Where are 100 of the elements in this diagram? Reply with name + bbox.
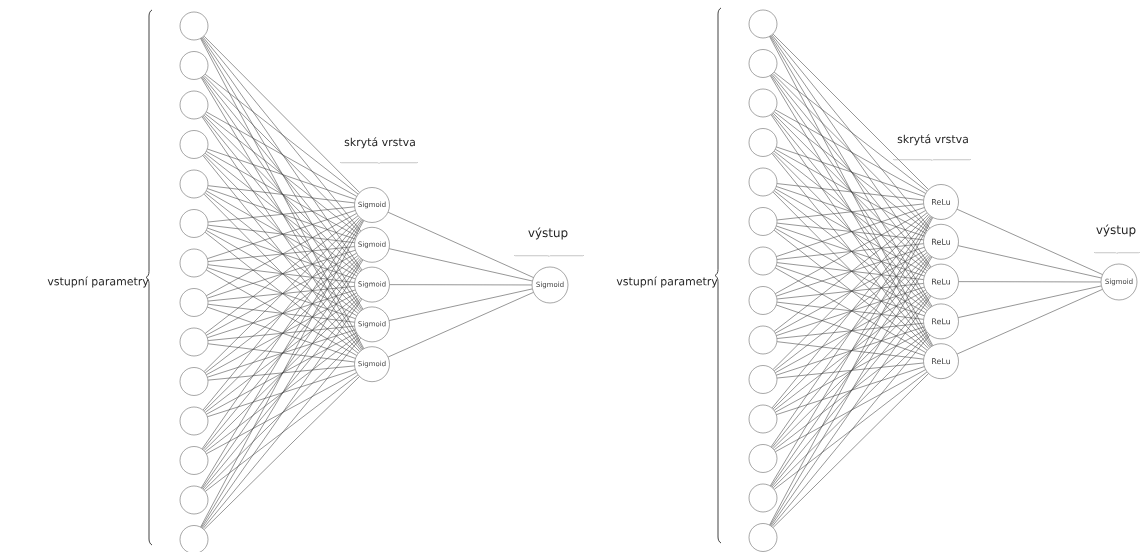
connection-line [776,262,924,280]
input-neuron [179,130,209,159]
layer-label: vstupní parametry [616,276,718,288]
connection-line [772,33,929,190]
connection-line [207,329,356,378]
connection-line [772,373,929,528]
connection-line [207,224,355,243]
connection-line [773,190,928,311]
input-neuron [748,167,778,197]
connection-line [203,376,360,530]
connection-line [206,292,357,375]
connection-line [776,186,925,237]
input-neuron [179,367,209,396]
connection-line [776,222,924,241]
connection-line [774,331,928,451]
connection-line [775,228,926,313]
connection-line [770,74,932,308]
connection-line [776,326,925,376]
connection-line [775,329,926,413]
connection-line [771,215,931,409]
connection-line [204,153,359,274]
input-neuron [748,365,778,394]
input-neuron [179,525,209,552]
input-neuron [179,11,209,41]
connection-line [205,334,359,453]
input-neuron [748,483,778,513]
connection-line [207,227,356,280]
connection-line [771,255,930,448]
connection-line [775,210,926,294]
connection-line [776,286,925,336]
connection-line [206,332,357,415]
connection-line [201,76,363,311]
connection-line [207,264,355,283]
connection-line [204,113,359,235]
connection-line [203,217,360,372]
connection-line [773,230,928,351]
connection-line [202,155,362,351]
connection-line [776,243,924,260]
input-neuron [748,444,778,473]
connection-line [207,210,356,259]
connection-line [203,35,360,193]
input-neuron [748,404,778,434]
connection-line [387,292,534,358]
layer-label: skrytá vrstva [897,134,968,146]
connection-line [206,190,357,277]
connection-line [206,253,357,336]
connection-line [389,284,533,286]
connection-line [956,289,1103,355]
connection-line [774,252,928,372]
connection-line [207,286,355,302]
input-neuron [748,9,778,39]
input-neuron [179,485,209,515]
connection-line [958,281,1102,283]
connection-line [775,369,926,452]
connection-line [387,212,534,278]
input-neuron [748,49,778,78]
input-neuron [748,523,778,552]
input-neuron [179,288,209,317]
connection-line [207,267,356,319]
connection-line [775,149,926,234]
input-neuron [179,169,209,199]
connection-line [772,152,929,310]
connection-line [771,153,931,348]
connection-line [776,362,924,379]
connection-line [207,343,355,363]
connection-line [771,295,930,488]
connection-line [202,337,361,529]
connection-line [776,247,925,297]
connection-line [207,185,355,204]
input-neuron [179,248,209,278]
input-neuron [748,207,778,236]
connection-line [776,225,925,277]
connection-line [202,298,361,490]
connection-line [202,258,361,450]
connection-line [206,111,357,197]
connection-line [771,334,930,527]
layer-label: výstup [1096,224,1136,237]
connection-line [772,254,929,410]
connection-line [203,296,360,451]
connection-line [771,74,931,269]
connection-line [772,191,929,349]
connection-line [203,193,360,352]
connection-line [201,259,363,489]
connection-line [203,257,360,412]
connection-line [773,111,928,232]
connection-line [776,203,924,221]
connection-line [776,366,925,415]
connection-line [207,325,355,341]
layer-label: výstup [528,227,568,240]
connection-line [207,206,355,223]
connection-line [207,289,356,338]
connection-line [776,304,925,356]
connection-line [772,293,929,449]
input-neuron [179,90,209,120]
connection-line [770,295,932,527]
connection-line [775,289,926,373]
input-neuron [748,325,778,355]
connection-line [776,283,924,300]
connection-line [207,365,355,381]
connection-line [203,336,360,491]
